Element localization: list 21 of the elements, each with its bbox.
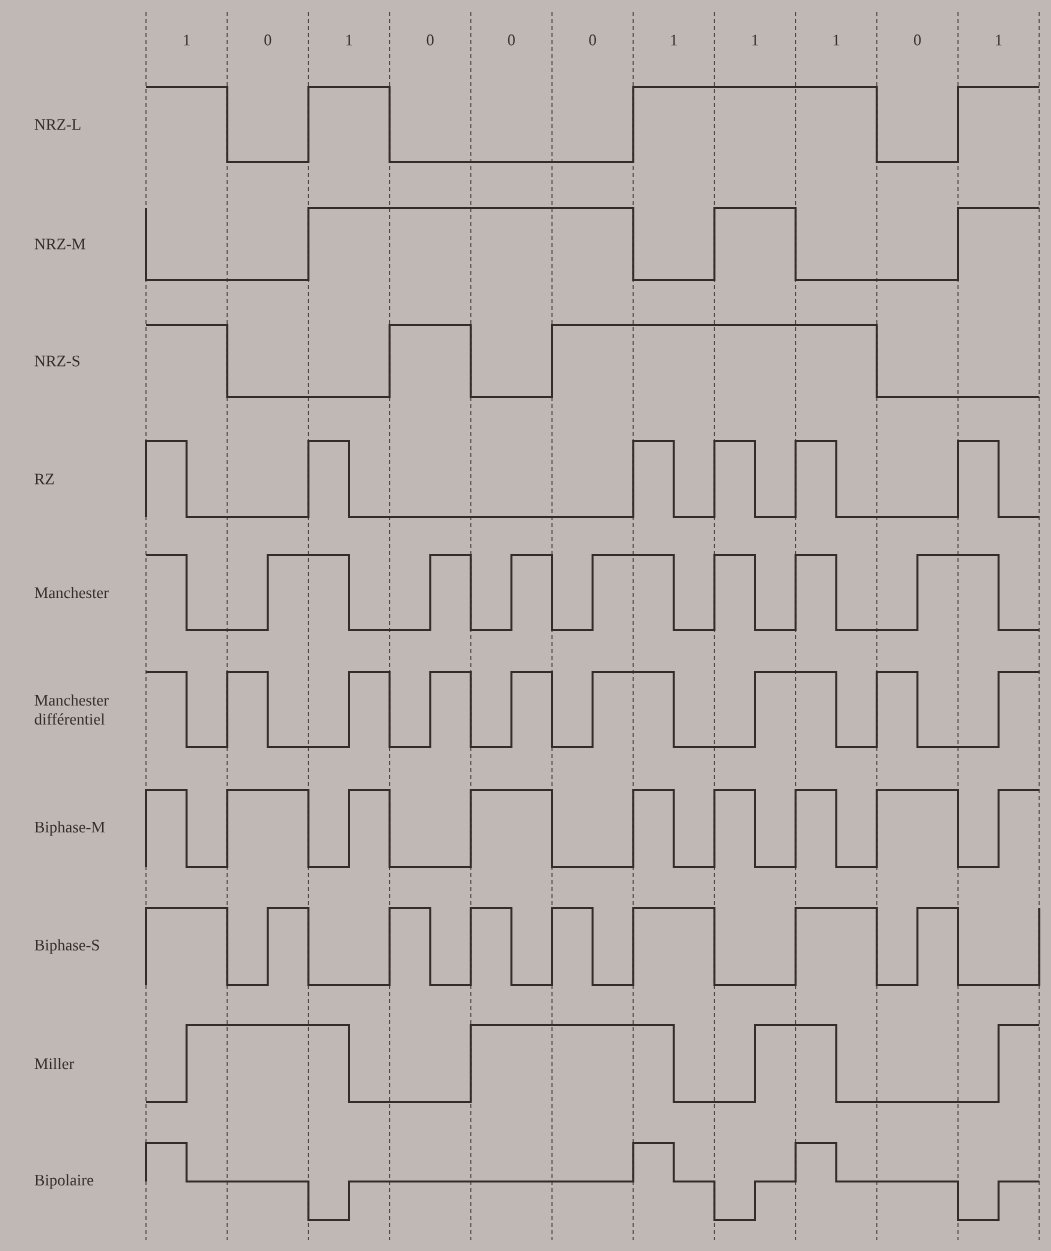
bit-label: 0 bbox=[914, 34, 921, 46]
row-label: Manchester différentiel bbox=[34, 694, 109, 725]
bit-label: 1 bbox=[996, 34, 1002, 46]
bit-label: 0 bbox=[426, 34, 434, 46]
bit-label: 1 bbox=[752, 34, 759, 46]
row-label: NRZ-S bbox=[34, 355, 80, 367]
bit-label: 0 bbox=[508, 34, 515, 46]
row-label: RZ bbox=[34, 473, 54, 485]
bit-label: 1 bbox=[346, 34, 353, 46]
bit-label: 0 bbox=[589, 34, 596, 46]
row-label: Biphase-M bbox=[34, 821, 105, 836]
row-label: Bipolaire bbox=[34, 1174, 94, 1189]
bit-label: 0 bbox=[264, 34, 272, 46]
bit-label: 1 bbox=[833, 34, 840, 46]
row-label: Biphase-S bbox=[34, 939, 99, 954]
row-label: Miller bbox=[34, 1057, 75, 1070]
row-label: NRZ-M bbox=[34, 238, 86, 250]
bit-label: 1 bbox=[184, 34, 190, 46]
row-label: NRZ-L bbox=[34, 119, 81, 130]
row-label: Manchester bbox=[34, 586, 109, 599]
bit-label: 1 bbox=[671, 34, 677, 46]
